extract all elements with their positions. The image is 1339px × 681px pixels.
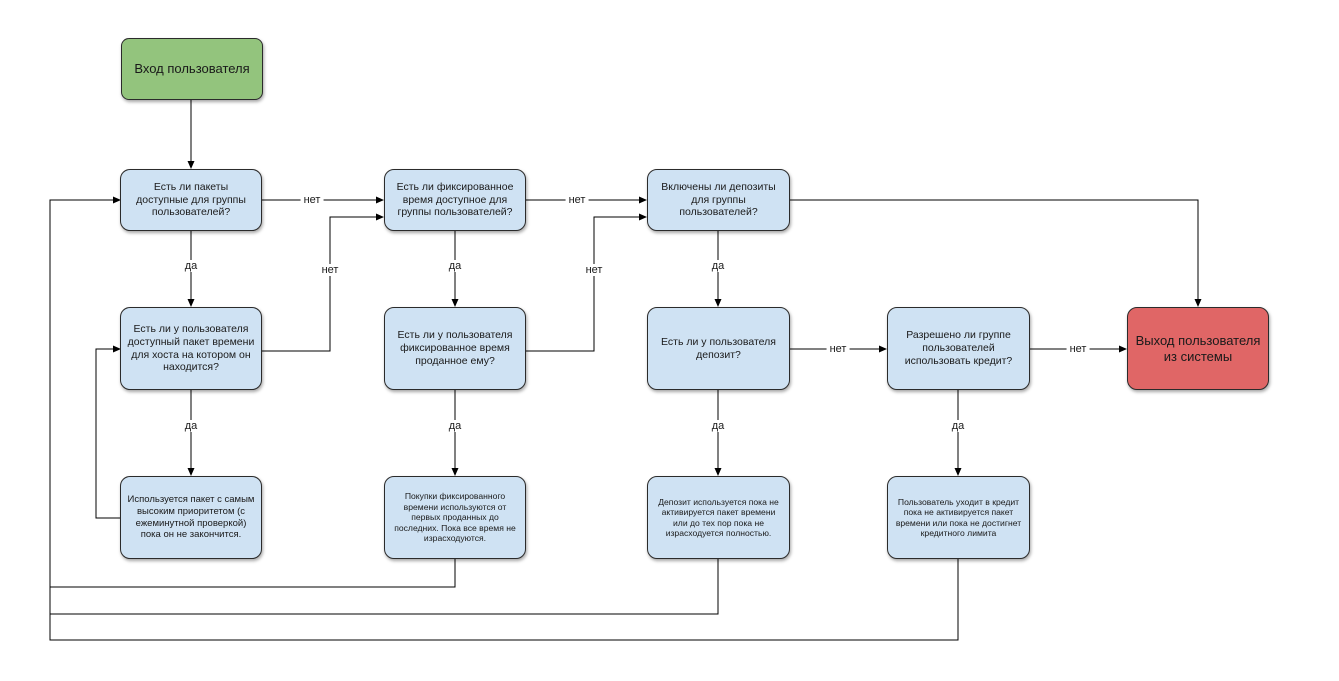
edge-deposit-return — [50, 559, 719, 615]
decision-user-has-package: Есть ли у пользователя доступный пакет в… — [120, 307, 262, 390]
decision-user-has-deposit: Есть ли у пользователя депозит? — [647, 307, 790, 390]
label-yes-deposits: да — [708, 260, 728, 272]
start-node: Вход пользователя — [121, 38, 263, 100]
label-no-user-package: нет — [318, 264, 342, 276]
label-yes-credit: да — [948, 420, 968, 432]
decision-deposits-enabled: Включены ли депозиты для группы пользова… — [647, 169, 790, 231]
action-use-deposit: Депозит используется пока не активируетс… — [647, 476, 790, 559]
edge-package-loop — [95, 345, 121, 519]
edge-user-package-no — [262, 213, 384, 352]
label-yes-fixed: да — [445, 260, 465, 272]
label-yes-packages: да — [181, 260, 201, 272]
label-no-credit: нет — [1066, 343, 1090, 355]
label-no-packages: нет — [300, 194, 324, 206]
label-no-fixed: нет — [565, 194, 589, 206]
action-use-package: Используется пакет с самым высоким приор… — [120, 476, 262, 559]
label-yes-user-deposit: да — [708, 420, 728, 432]
end-node: Выход пользователя из системы — [1127, 307, 1269, 390]
label-yes-user-fixed: да — [445, 420, 465, 432]
edge-credit-return — [49, 559, 959, 641]
edge-user-fixed-no — [526, 213, 647, 352]
label-yes-user-package: да — [181, 420, 201, 432]
decision-user-has-fixed-time: Есть ли у пользователя фиксированное вре… — [384, 307, 526, 390]
edge-deposits-no — [790, 199, 1202, 307]
decision-fixed-time-available: Есть ли фиксированное время доступное дл… — [384, 169, 526, 231]
label-no-user-deposit: нет — [826, 343, 850, 355]
action-use-fixed-time: Покупки фиксированного времени использую… — [384, 476, 526, 559]
action-use-credit: Пользователь уходит в кредит пока не акт… — [887, 476, 1030, 559]
label-no-user-fixed: нет — [582, 264, 606, 276]
decision-credit-allowed: Разрешено ли группе пользователей исполь… — [887, 307, 1030, 390]
decision-packages-available: Есть ли пакеты доступные для группы поль… — [120, 169, 262, 231]
